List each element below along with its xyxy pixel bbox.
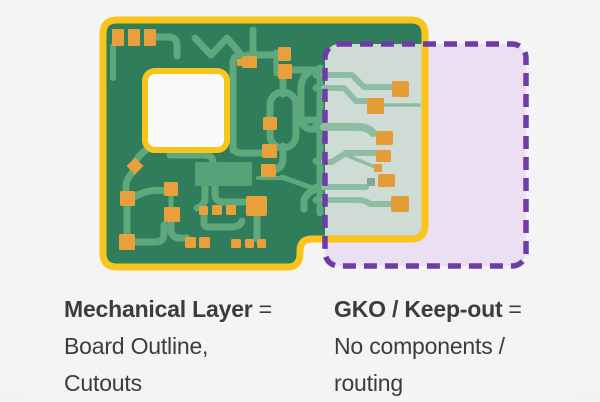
mechanical-layer-desc-line2: Cutouts [64, 370, 142, 396]
mechanical-layer-equals: = [258, 296, 272, 322]
mechanical-layer-caption: Mechanical Layer= Board Outline, Cutouts [64, 291, 272, 402]
keepout-term: GKO / Keep-out [334, 296, 503, 322]
keepout-boundary [322, 41, 529, 269]
keepout-traces [320, 72, 421, 207]
keepout-desc-line2: routing [334, 370, 403, 396]
mechanical-layer-title: Mechanical Layer= [64, 291, 272, 328]
board-outline [99, 16, 429, 271]
keepout-caption: GKO / Keep-out= No components / routing [334, 291, 522, 402]
keepout-title: GKO / Keep-out= [334, 291, 522, 328]
keepout-pads [367, 81, 409, 212]
mechanical-layer-term: Mechanical Layer [64, 296, 253, 322]
keepout-desc-line1: No components / [334, 333, 505, 359]
mechanical-layer-desc-line1: Board Outline, [64, 333, 209, 359]
copper-pads [112, 29, 292, 250]
signal-traces [110, 26, 330, 246]
component-footprint [195, 162, 252, 186]
keepout-equals: = [508, 296, 522, 322]
board-cutout [142, 68, 230, 153]
